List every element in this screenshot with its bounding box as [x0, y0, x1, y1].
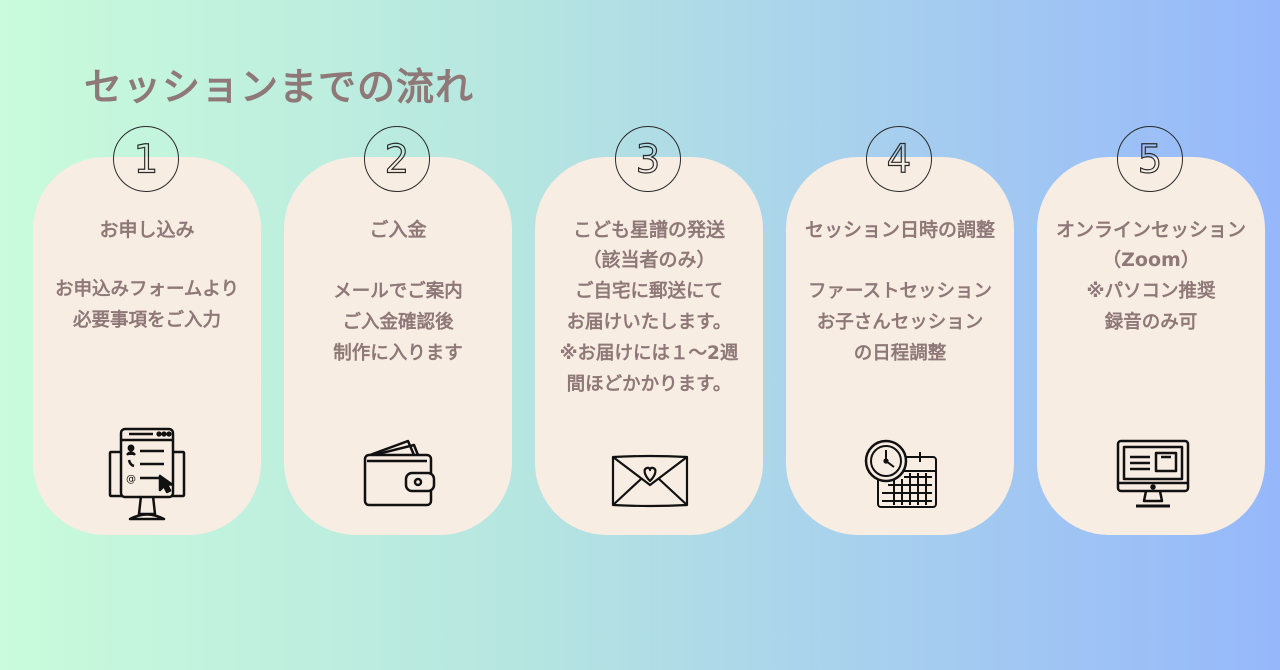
step-heading: セッション日時の調整: [804, 219, 995, 241]
step-card: [535, 157, 763, 535]
svg-text:@: @: [126, 474, 136, 485]
svg-text:5: 5: [1138, 138, 1163, 183]
step-body: ※パソコン推奨 録音のみ可: [1086, 281, 1216, 333]
step-heading: オンラインセッション （Zoom）: [1055, 219, 1246, 271]
step-heading: こども星譜の発送 （該当者のみ）: [572, 219, 725, 271]
step-heading: ご入金: [369, 219, 427, 241]
wallet-icon: [362, 439, 436, 509]
step-body: メールでご案内 ご入金確認後 制作に入ります: [333, 281, 463, 364]
step-number-2: 2: [364, 126, 430, 192]
step-body: ファーストセッション お子さんセッション の日程調整: [807, 281, 993, 364]
computer-icon: [1116, 439, 1190, 509]
clock-calendar-icon: [864, 439, 940, 511]
step-3: 3 こども星譜の発送 （該当者のみ） ご自宅に郵送にて お届けいたします。 ※お…: [535, 126, 763, 536]
svg-text:2: 2: [385, 138, 410, 183]
step-number-1: 1: [113, 126, 179, 192]
step-number-3: 3: [615, 126, 681, 192]
step-4: 4 セッション日時の調整 ファーストセッション お子さんセッション の日程調整: [786, 126, 1014, 536]
svg-text:3: 3: [636, 138, 661, 183]
step-2: 2 ご入金 メールでご案内 ご入金確認後 制作に入ります: [284, 126, 512, 536]
step-number-5: 5: [1117, 126, 1183, 192]
page-title: セッションまでの流れ: [84, 65, 475, 109]
step-card: [1037, 157, 1265, 535]
form-monitor-icon: @: [108, 426, 186, 524]
svg-text:1: 1: [134, 138, 159, 183]
step-heading: お申し込み: [99, 219, 195, 241]
svg-text:4: 4: [887, 138, 912, 183]
step-1: 1 お申し込み お申込みフォームより 必要事項をご入力 @: [33, 126, 261, 536]
step-body: ご自宅に郵送にて お届けいたします。 ※お届けには１〜2週 間ほどかかります。: [559, 281, 739, 395]
step-number-4: 4: [866, 126, 932, 192]
step-5: 5 オンラインセッション （Zoom） ※パソコン推奨 録音のみ可: [1037, 126, 1265, 536]
envelope-heart-icon: [611, 453, 689, 509]
step-body: お申込みフォームより 必要事項をご入力: [54, 279, 240, 331]
